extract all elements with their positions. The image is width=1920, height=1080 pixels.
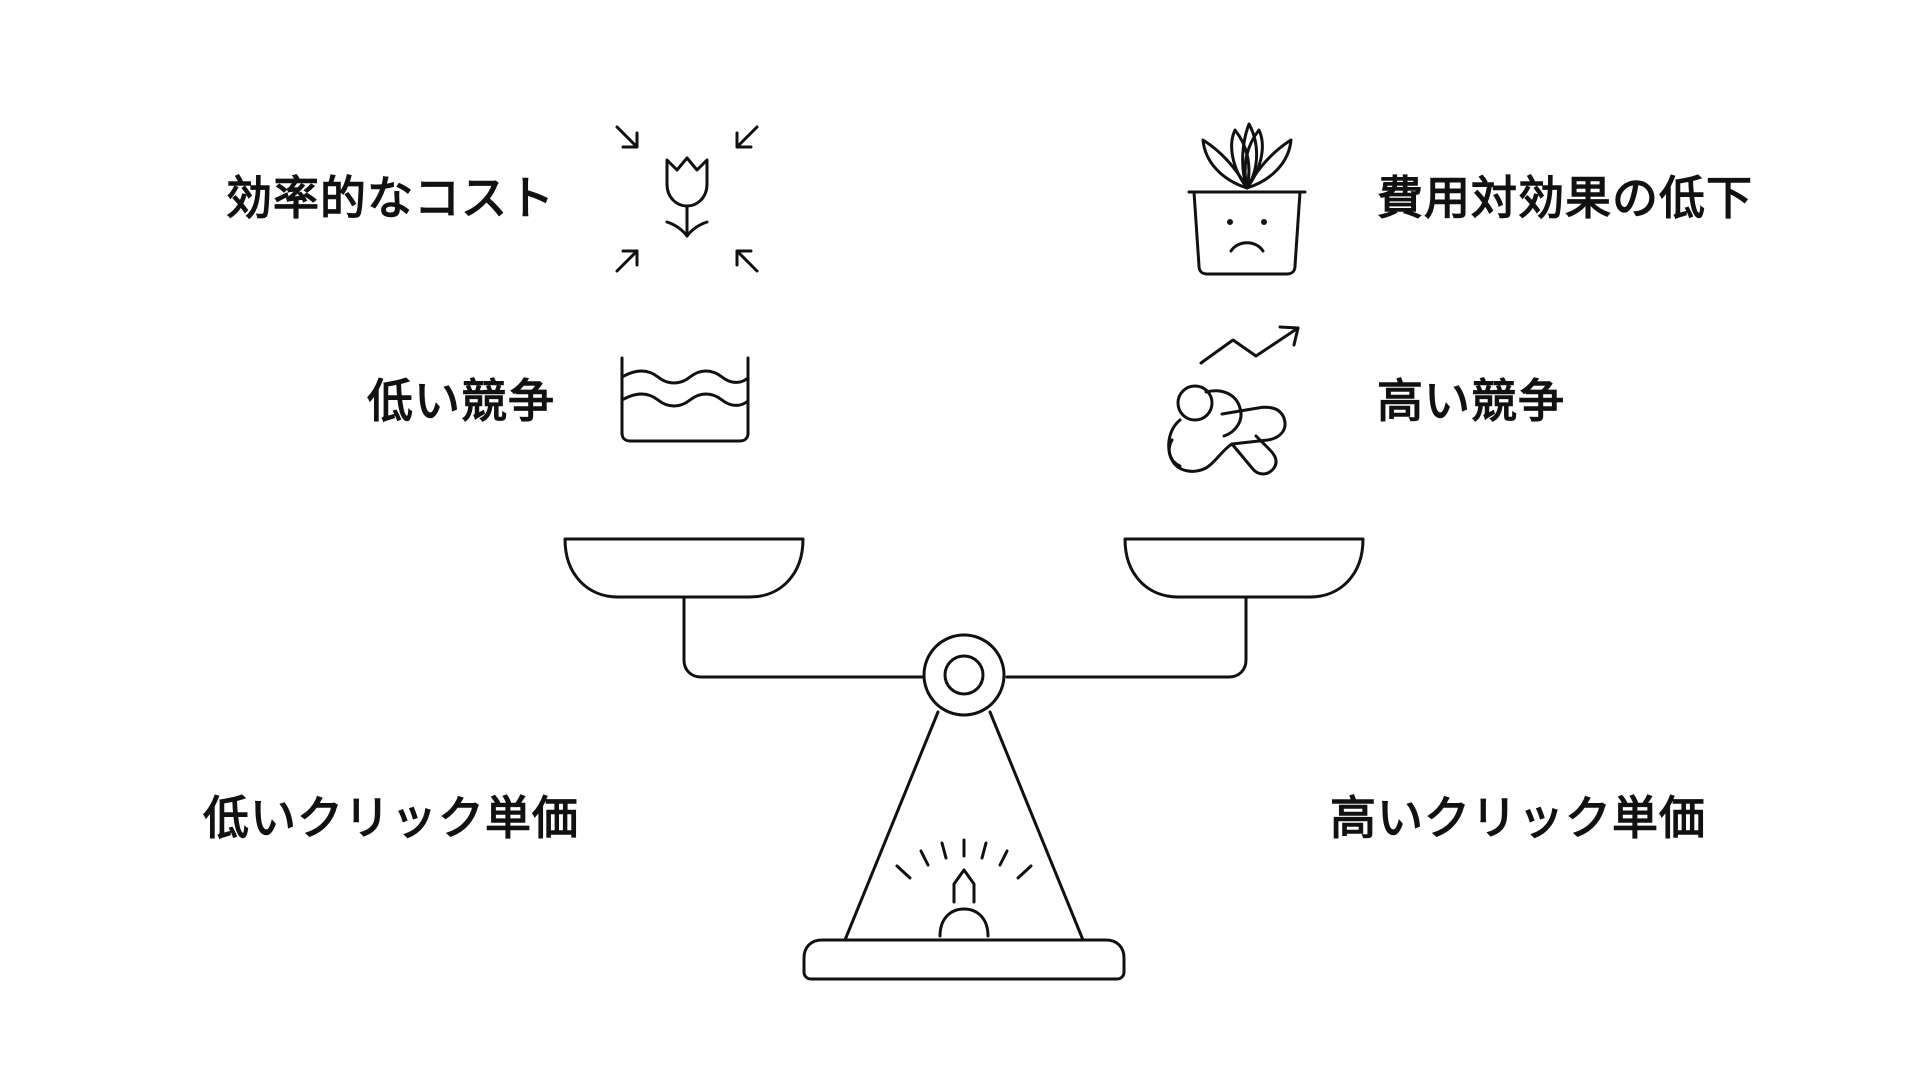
left-top-label: 効率的なコスト	[226, 171, 555, 225]
left-bottom-label: 低いクリック単価	[203, 791, 579, 845]
right-top-label: 費用対効果の低下	[1377, 171, 1753, 225]
balance-scale-icon	[563, 537, 1365, 981]
exhausted-person-trend-icon	[1167, 325, 1300, 476]
sad-plant-pot-icon	[1187, 122, 1307, 276]
shrinking-flower-icon	[615, 125, 759, 273]
right-bottom-label: 高いクリック単価	[1330, 791, 1706, 845]
right-middle-label: 高い競争	[1377, 374, 1565, 428]
calm-water-icon	[620, 356, 750, 443]
left-middle-label: 低い競争	[367, 374, 555, 428]
